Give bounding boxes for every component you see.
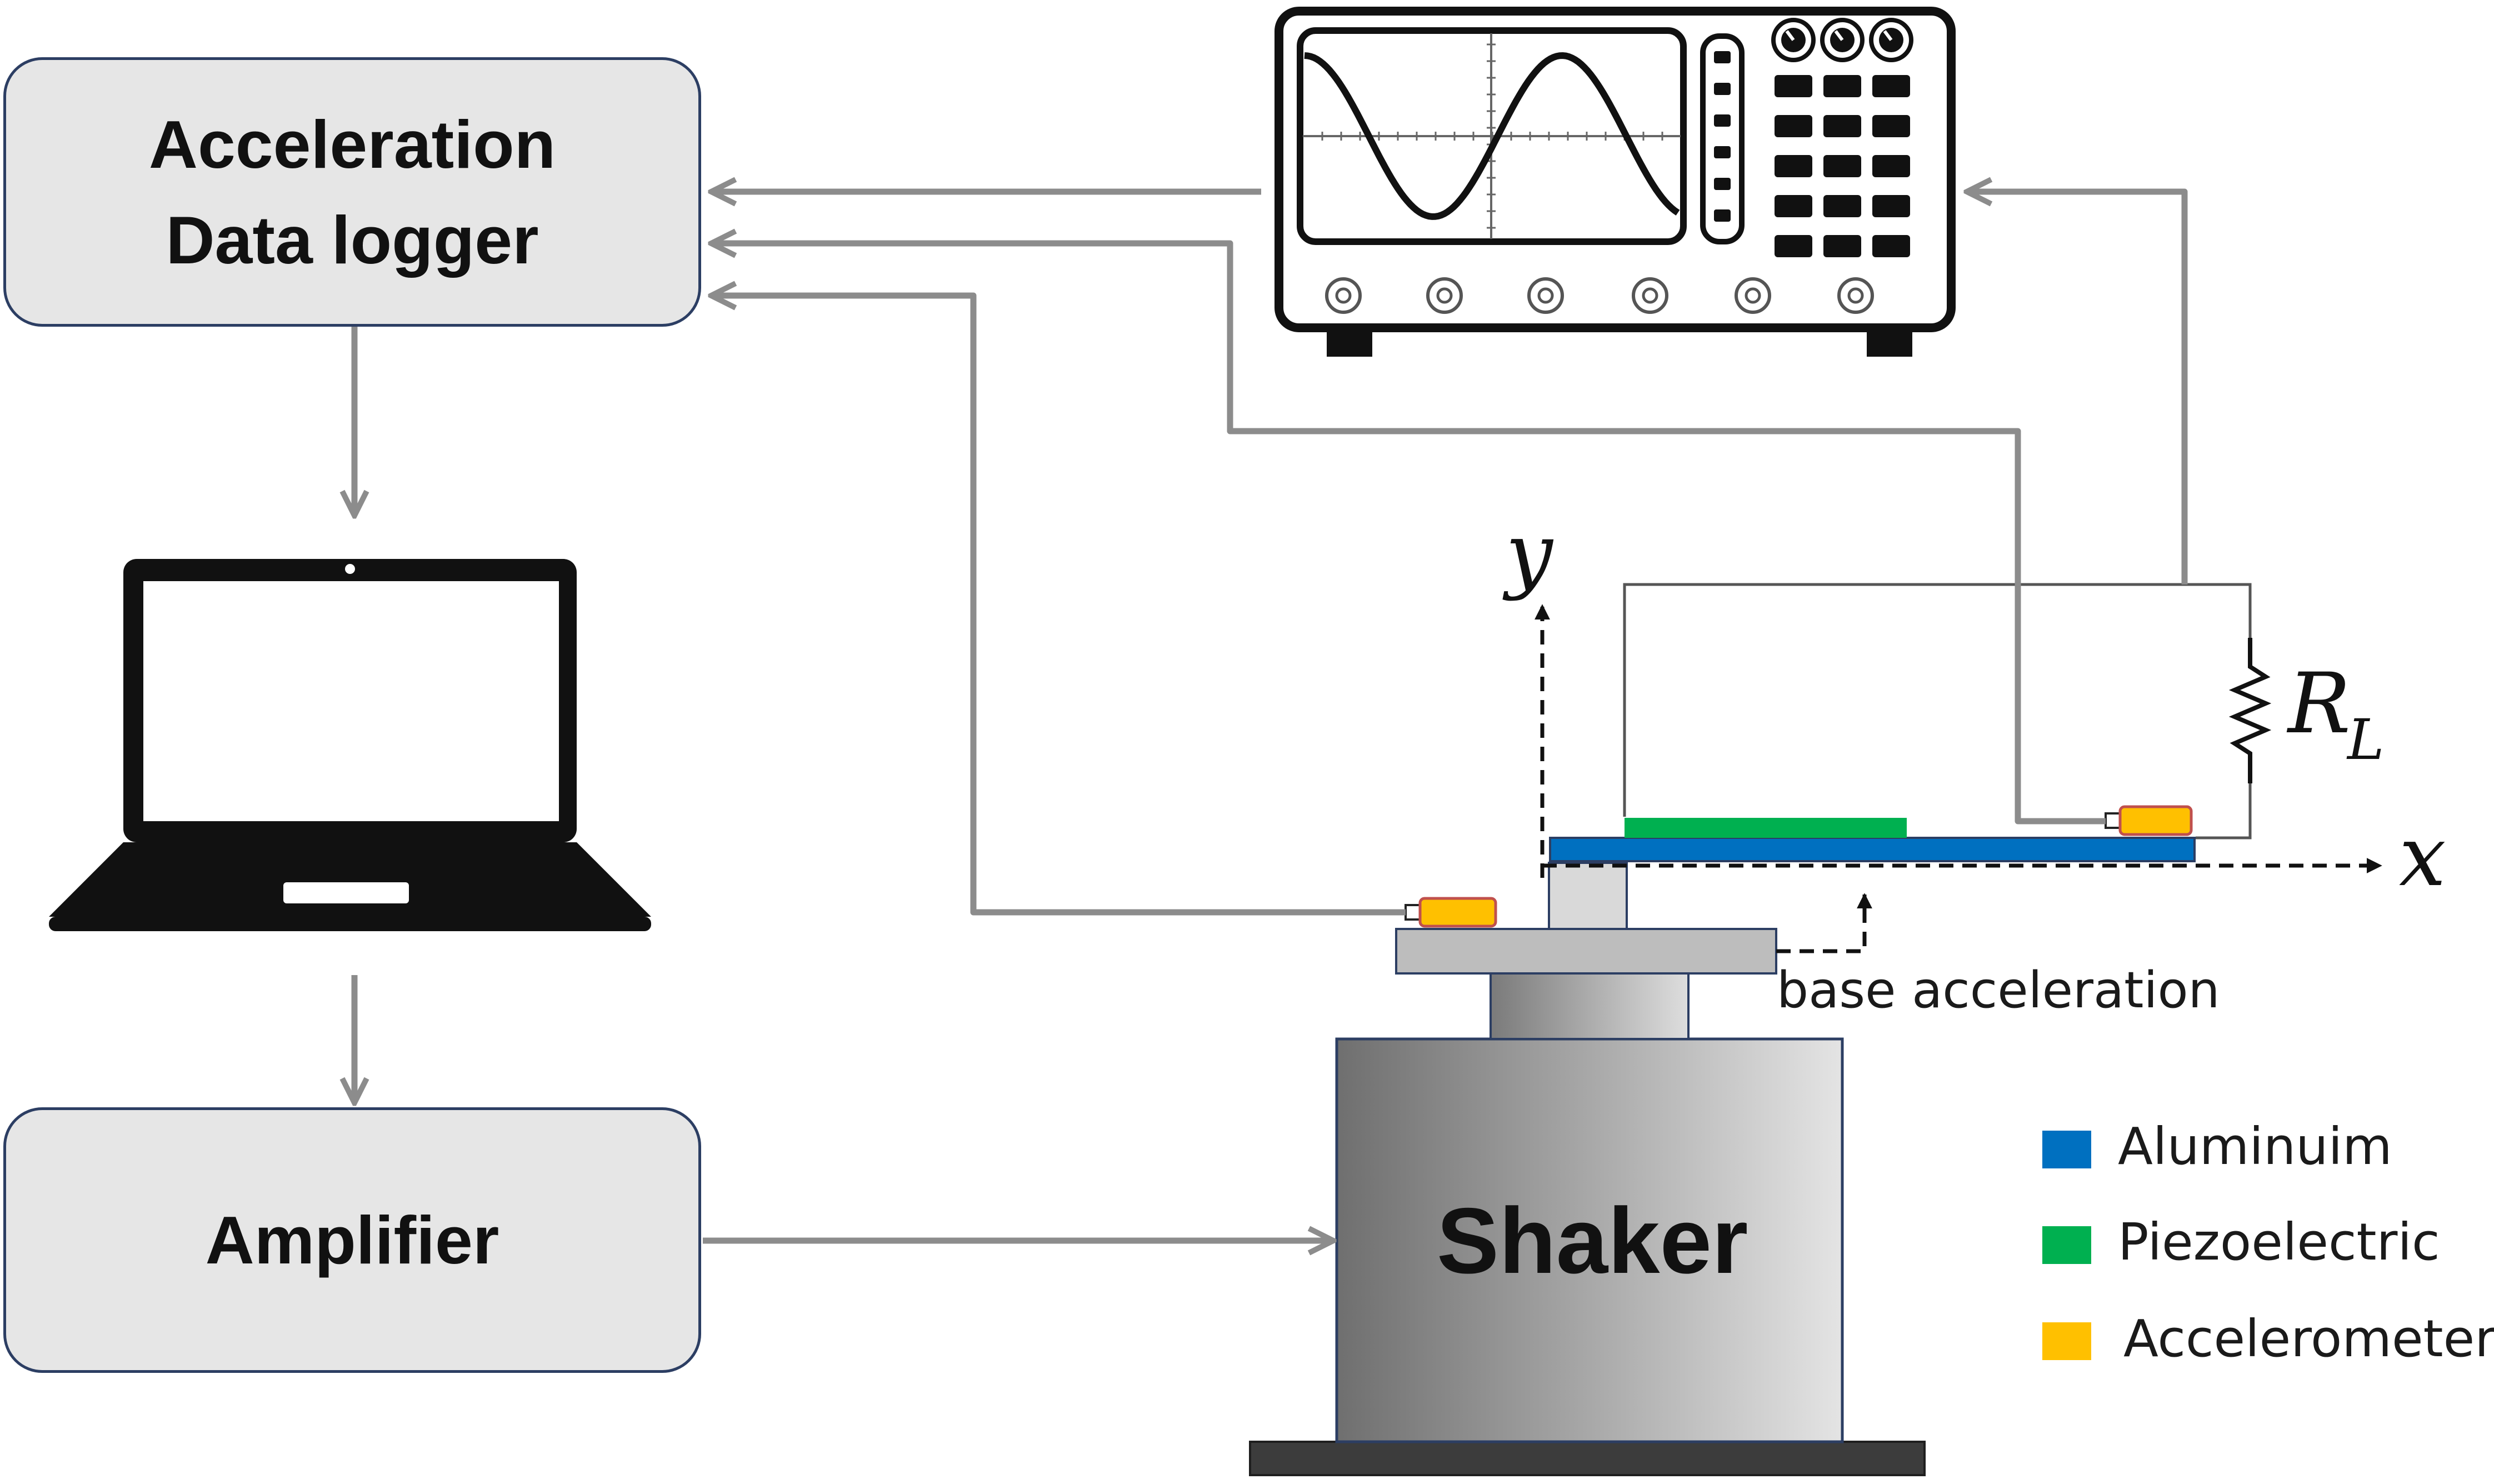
legend-accelerometer-label: Accelerometer — [2123, 1309, 2494, 1368]
shaker-label: Shaker — [1437, 1188, 1748, 1293]
load-resistor-subscript: L — [2347, 707, 2385, 772]
legend-piezoelectric-label: Piezoelectric — [2118, 1212, 2440, 1272]
x-axis-label: x — [2399, 808, 2446, 905]
base-acceleration-arrow — [1776, 893, 1872, 953]
load-resistor-label: RL — [2288, 656, 2387, 772]
oscilloscope-icon — [1275, 7, 1956, 357]
shaker-assembly — [1249, 862, 1926, 1476]
acceleration-data-logger-block: Acceleration Data logger — [3, 57, 701, 327]
y-axis-label: y — [1506, 506, 1553, 602]
shaker-body — [1335, 1037, 1844, 1443]
amplifier-label: Amplifier — [205, 1202, 499, 1278]
logger-label: Acceleration Data logger — [148, 106, 556, 278]
base-acceleration-label: base acceleration — [1777, 961, 2220, 1020]
circuit-to-oscilloscope-arrow — [1967, 192, 2188, 584]
signal-connections — [354, 192, 2188, 1241]
legend-swatch-1 — [2042, 1226, 2091, 1264]
accelerometer-on-base-icon — [1405, 897, 1497, 928]
legend-swatch-0 — [2042, 1131, 2091, 1168]
shaker-neck — [1490, 972, 1690, 1040]
laptop-icon — [49, 559, 651, 931]
beam-support — [1548, 862, 1628, 930]
harvester-beam — [1549, 583, 2272, 862]
piezoelectric-patch — [1625, 818, 1907, 838]
shaker-table — [1395, 928, 1777, 975]
aluminium-beam — [1549, 837, 2196, 862]
legend-swatch-2 — [2042, 1322, 2091, 1360]
load-resistor-symbol: R — [2288, 656, 2351, 752]
resistor-icon — [2228, 638, 2272, 783]
coordinate-axes — [1535, 604, 2382, 953]
accelerometer-on-beam-icon — [2105, 805, 2193, 836]
load-circuit-wire — [1623, 583, 2252, 817]
legend-aluminium-label: Aluminuim — [2118, 1117, 2392, 1176]
amplifier-block: Amplifier — [3, 1107, 701, 1373]
legend-swatches — [2042, 1131, 2091, 1360]
beam-accelerometer-to-logger-arrow — [711, 243, 2106, 825]
base-accelerometer-to-logger-arrow — [711, 296, 1406, 916]
